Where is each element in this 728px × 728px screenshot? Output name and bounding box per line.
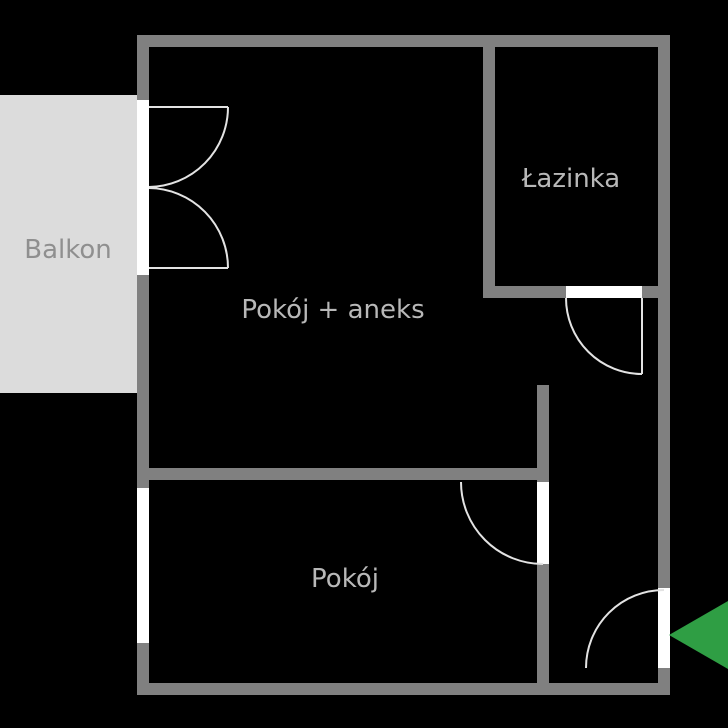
room-label-bathroom: Łazinka	[521, 164, 620, 194]
balcony-area	[0, 95, 140, 393]
wall-outer-top	[137, 35, 670, 47]
balcony-door-arc-bottom	[148, 187, 229, 269]
wall-outer-right	[658, 35, 670, 695]
room-label-bedroom: Pokój	[311, 564, 379, 594]
opening-balcony-door	[137, 100, 149, 275]
opening-bedroom-door	[537, 482, 549, 564]
wall-outer-bottom	[137, 683, 670, 695]
bedroom-door-arc	[460, 481, 544, 565]
entrance-arrow-icon	[669, 601, 728, 669]
wall-bathroom-vertical	[483, 35, 495, 298]
opening-bathroom-door	[566, 286, 642, 298]
balcony-door-arc-top	[148, 106, 229, 188]
opening-entrance-door	[658, 588, 670, 668]
room-label-balcony: Balkon	[24, 235, 112, 265]
wall-room-divider-horizontal	[137, 468, 549, 480]
window-left-bedroom	[137, 488, 149, 643]
bathroom-door-arc	[565, 297, 643, 375]
entrance-door-arc	[585, 589, 665, 669]
room-label-living-room: Pokój + aneks	[241, 295, 424, 325]
